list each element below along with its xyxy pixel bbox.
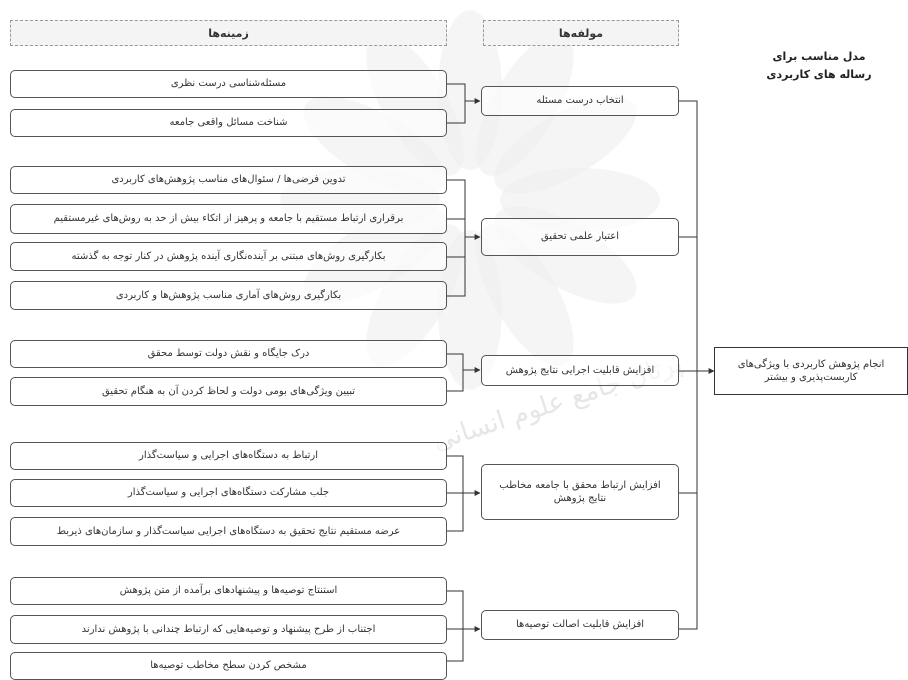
context-box: مشخص کردن سطح مخاطب توصیه‌ها	[10, 652, 447, 680]
component-box: افزایش قابلیت اجرایی نتایج پژوهش	[481, 355, 679, 386]
context-box: بکارگیری روش‌های مبتنی بر آینده‌نگاری آی…	[10, 242, 447, 271]
context-box: ارتباط به دستگاه‌های اجرایی و سیاست‌گذار	[10, 442, 447, 470]
contexts-header-label: زمینه‌ها	[208, 26, 249, 40]
contexts-header: زمینه‌ها	[10, 20, 447, 46]
context-box: درک جایگاه و نقش دولت توسط محقق	[10, 340, 447, 368]
context-box: برقراری ارتباط مستقیم با جامعه و پرهیز ا…	[10, 204, 447, 234]
context-box: عرضه مستقیم نتایج تحقیق به دستگاه‌های اج…	[10, 517, 447, 546]
context-box: استنتاج توصیه‌ها و پیشنهادهای برآمده از …	[10, 577, 447, 605]
context-box: اجتناب از طرح پیشنهاد و توصیه‌هایی که ار…	[10, 615, 447, 644]
model-title-line2: رساله های کاربردی	[766, 67, 872, 81]
context-box: شناخت مسائل واقعی جامعه	[10, 109, 447, 137]
components-header: مولفه‌ها	[483, 20, 679, 46]
component-box: اعتبار علمی تحقیق	[481, 218, 679, 256]
outcome-box: انجام پژوهش کاربردی با ویژگی‌های کاربست‌…	[714, 347, 908, 395]
component-box: افزایش ارتباط محقق با جامعه مخاطب نتایج …	[481, 464, 679, 520]
component-box: افزایش قابلیت اصالت توصیه‌ها	[481, 610, 679, 640]
model-title: مدل مناسب برای رساله های کاربردی	[754, 48, 884, 83]
components-header-label: مولفه‌ها	[558, 26, 604, 40]
context-box: تبیین ویژگی‌های بومی دولت و لحاظ کردن آن…	[10, 377, 447, 406]
component-box: انتخاب درست مسئله	[481, 86, 679, 116]
context-box: مسئله‌شناسی درست نظری	[10, 70, 447, 98]
context-box: بکارگیری روش‌های آماری مناسب پژوهش‌ها و …	[10, 281, 447, 310]
context-box: جلب مشارکت دستگاه‌های اجرایی و سیاست‌گذا…	[10, 479, 447, 507]
model-title-line1: مدل مناسب برای	[772, 50, 866, 63]
context-box: تدوین فرضی‌ها / سئوال‌های مناسب پژوهش‌ها…	[10, 166, 447, 194]
